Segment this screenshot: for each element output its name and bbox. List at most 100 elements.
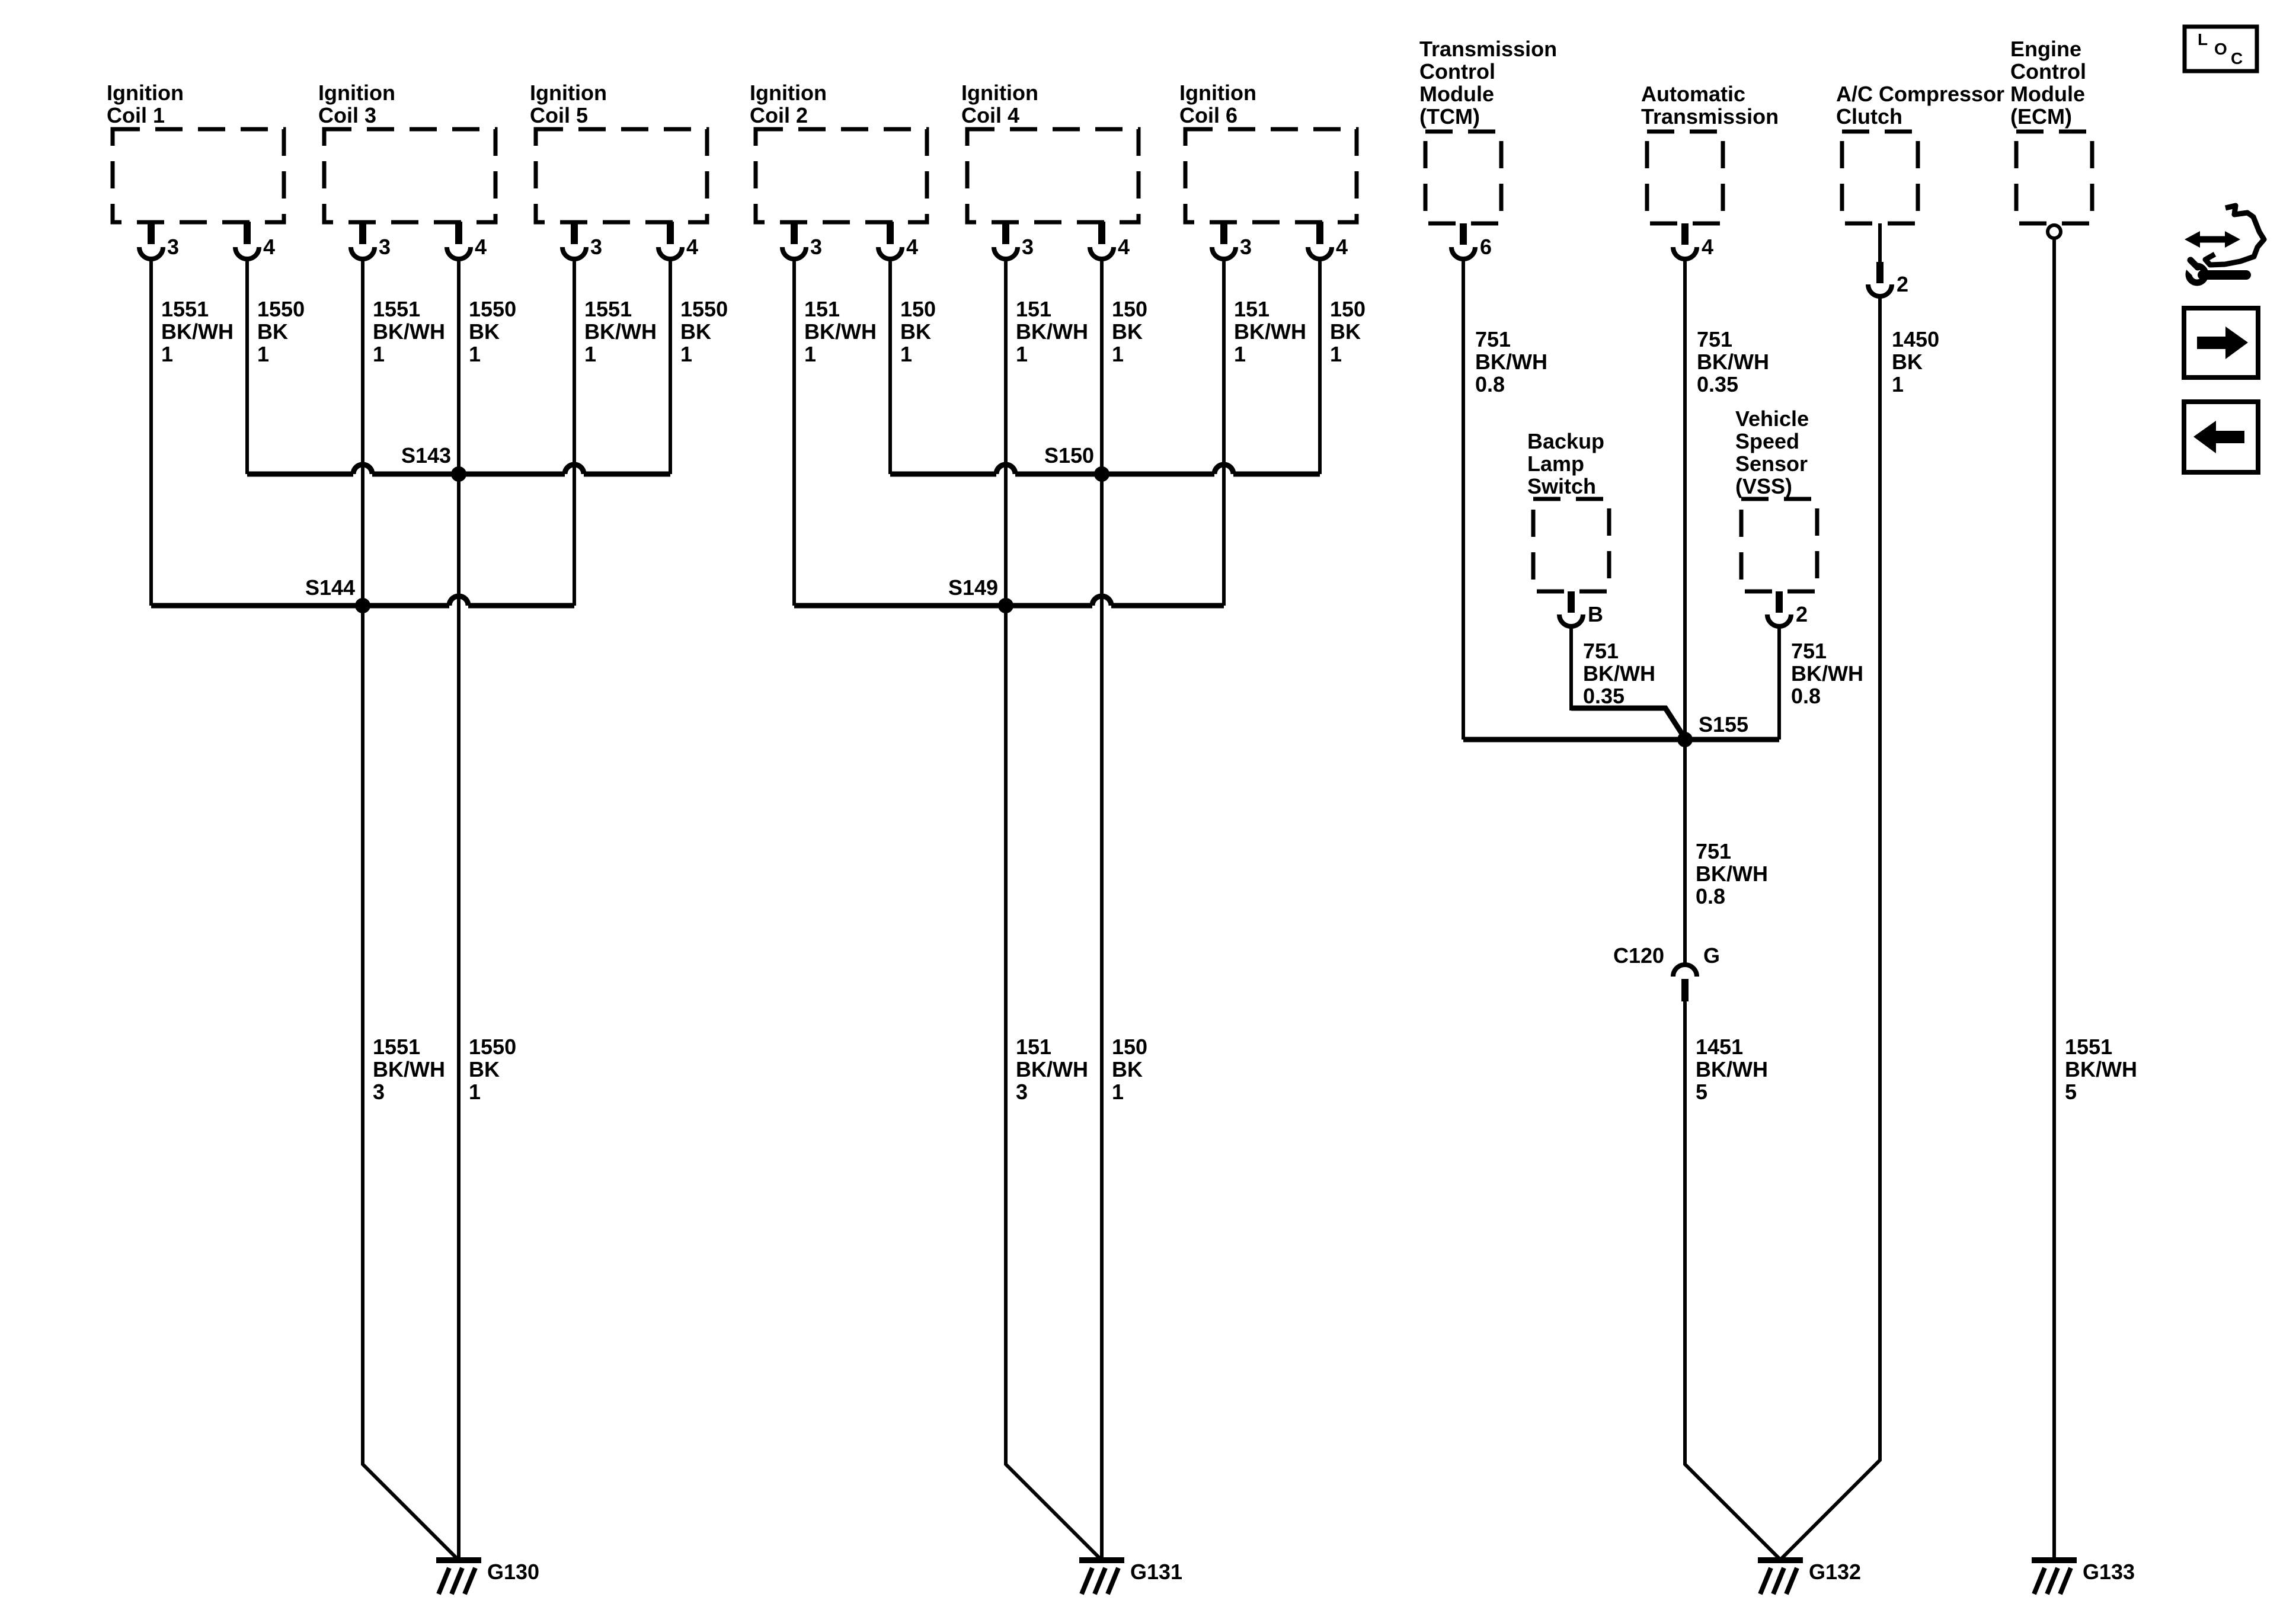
coil4-pin4-label: 4: [1118, 235, 1130, 259]
s150-junction: [1094, 466, 1109, 482]
splice-label-s144: S144: [305, 575, 356, 600]
pin-stubs: [148, 222, 1884, 1001]
terminal-cups: [137, 223, 2062, 977]
splice-label-s143: S143: [401, 443, 452, 468]
forward-arrow-button[interactable]: [2182, 306, 2260, 380]
splice-s150-bus: [890, 462, 1320, 477]
repair-wrench-icon[interactable]: [2184, 203, 2267, 286]
coil1-pin4-label: 4: [263, 235, 276, 259]
g132-ground-symbol: [1758, 1557, 1803, 1595]
coil6-pin4-label: 4: [1336, 235, 1348, 259]
g130-ground-symbol: [436, 1557, 481, 1595]
vss-pin2-label: 2: [1796, 602, 1808, 626]
s149-junction: [998, 598, 1013, 613]
ac-clutch-pin2-label: 2: [1897, 272, 1909, 296]
s143-junction: [451, 466, 466, 482]
coil6-pin3-label: 3: [1240, 235, 1252, 259]
g133-ground-symbol: [2032, 1557, 2077, 1595]
wire-1451-to-g132: [1683, 1001, 1782, 1561]
ignition-coil-5-box: [533, 127, 709, 225]
ignition-coil-1-box: [110, 127, 286, 225]
backup-pinB-label: B: [1588, 602, 1603, 626]
ground-label-g132: G132: [1809, 1560, 1862, 1584]
splice-label-s155: S155: [1699, 712, 1749, 737]
tcm-pin6-label: 6: [1480, 235, 1492, 259]
coil3-pin4-label: 4: [475, 235, 487, 259]
s144-junction: [355, 598, 370, 613]
wire-151-coil4-to-g131: [1004, 259, 1104, 1562]
g131-ground-symbol: [1079, 1557, 1124, 1595]
component-boxes: [110, 127, 2094, 594]
coil1-pin3-label: 3: [167, 235, 180, 259]
backup-lamp-switch-box: [1531, 497, 1611, 594]
s155-junction: [1677, 732, 1693, 747]
wire-1450-ac-to-g132: [1779, 296, 1882, 1561]
ac-clutch-box: [1840, 129, 1920, 226]
loc-letter-l: L: [2198, 30, 2208, 49]
loc-button[interactable]: [2182, 24, 2259, 73]
coil2-pin4-label: 4: [906, 235, 919, 259]
splice-buses: [151, 462, 1779, 742]
ignition-coil-6-box: [1183, 127, 1359, 225]
coil2-pin3-label: 3: [810, 235, 823, 259]
loc-letter-o: O: [2214, 40, 2227, 58]
splice-s144-bus: [151, 593, 574, 609]
wire-1551-coil3-to-g130: [361, 259, 461, 1562]
vss-box: [1739, 497, 1819, 594]
backup-lamp-elbow: [1571, 705, 1687, 740]
splice-label-s149: S149: [948, 575, 999, 600]
coil4-pin3-label: 3: [1022, 235, 1034, 259]
ignition-coil-2-box: [753, 127, 929, 225]
ecm-eyelet: [2046, 223, 2062, 240]
splice-s149-bus: [794, 593, 1224, 609]
coil3-pin3-label: 3: [379, 235, 391, 259]
ignition-coil-3-box: [322, 127, 498, 225]
coil5-pin3-label: 3: [590, 235, 603, 259]
connector-c120-pin-label: G: [1703, 943, 1721, 968]
junction-dots: [355, 466, 1693, 747]
loc-letter-c: C: [2231, 49, 2243, 68]
c120-cup: [1671, 962, 1699, 977]
connector-label-c120: C120: [1613, 943, 1665, 968]
ecm-box: [2014, 129, 2094, 226]
splice-s143-bus: [247, 462, 670, 477]
auto-trans-box: [1645, 129, 1725, 226]
splice-label-s150: S150: [1044, 443, 1095, 468]
ground-label-g133: G133: [2083, 1560, 2135, 1584]
back-arrow-button[interactable]: [2182, 399, 2260, 475]
